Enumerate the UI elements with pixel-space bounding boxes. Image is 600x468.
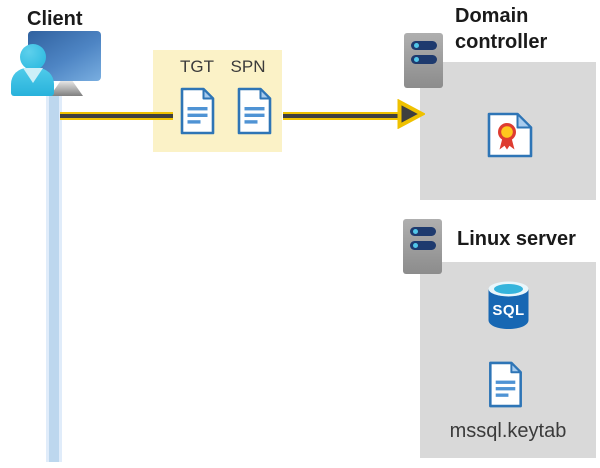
server-led-icon bbox=[414, 57, 419, 62]
keytab-document-icon bbox=[488, 361, 523, 408]
client-monitor-stand bbox=[50, 80, 83, 96]
user-collar-shape bbox=[22, 68, 43, 83]
user-icon bbox=[20, 44, 46, 70]
server-slot bbox=[410, 227, 436, 236]
server-slot bbox=[411, 41, 437, 50]
linux-server-title: Linux server bbox=[457, 228, 576, 250]
tgt-label: TGT bbox=[180, 57, 214, 76]
linux-server-icon bbox=[403, 219, 442, 274]
server-led-icon bbox=[413, 229, 418, 234]
spn-label: SPN bbox=[230, 57, 266, 76]
domain-controller-title: Domain controller bbox=[455, 3, 547, 55]
tgt-document-icon bbox=[180, 87, 215, 135]
domain-controller-server-icon bbox=[404, 33, 443, 88]
server-led-icon bbox=[413, 243, 418, 248]
spn-document-icon bbox=[237, 87, 272, 135]
sql-database-icon: SQL bbox=[486, 279, 531, 331]
server-slot bbox=[411, 55, 437, 64]
server-slot bbox=[410, 241, 436, 250]
keytab-filename-label: mssql.keytab bbox=[449, 420, 567, 442]
sql-icon-label: SQL bbox=[492, 302, 524, 319]
certificate-icon bbox=[487, 112, 533, 158]
client-title: Client bbox=[27, 8, 83, 30]
domain-controller-title-line1: Domain bbox=[455, 5, 529, 27]
auth-arrow-segment-left bbox=[60, 112, 173, 120]
server-led-icon bbox=[414, 43, 419, 48]
domain-controller-title-line2: controller bbox=[455, 31, 548, 53]
user-body-icon bbox=[11, 68, 54, 96]
auth-arrow-head-icon bbox=[397, 99, 425, 129]
client-timeline-bar bbox=[46, 93, 62, 462]
auth-arrow-segment-right bbox=[283, 112, 401, 120]
